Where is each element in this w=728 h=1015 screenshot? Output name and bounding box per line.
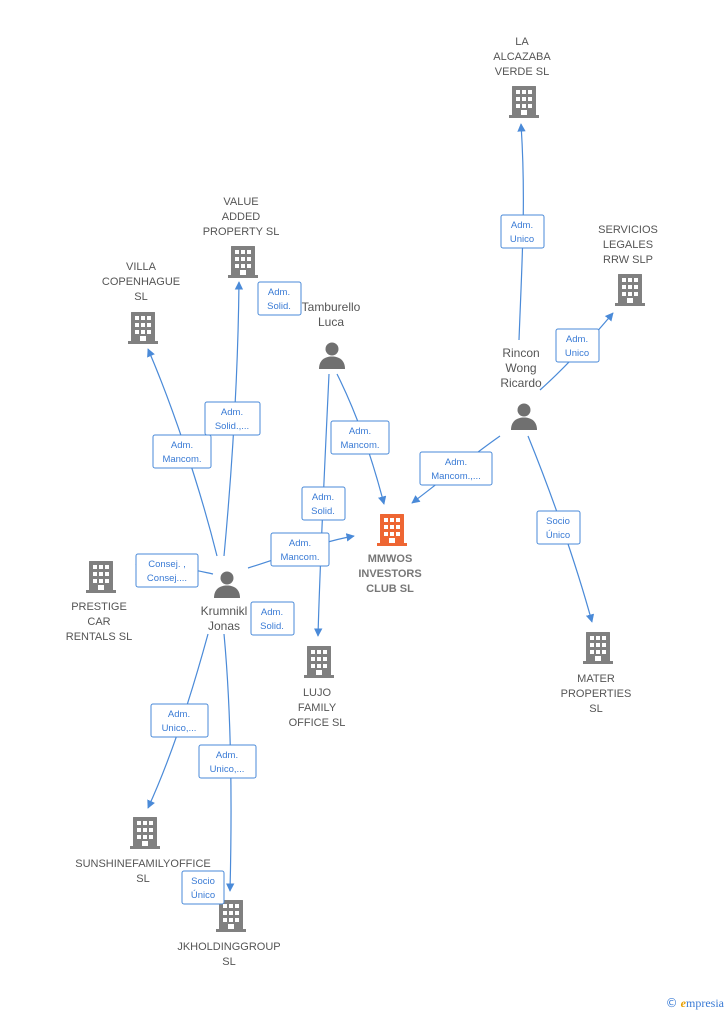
edge-label-krumnikl-lujo[interactable]: Adm.Solid. xyxy=(250,601,295,636)
building-icon xyxy=(509,86,539,118)
edge-label-krumnikl-villa[interactable]: Adm.Mancom. xyxy=(152,434,212,469)
svg-text:Adm.Solid.: Adm.Solid. xyxy=(311,492,335,517)
svg-text:Adm.Unico: Adm.Unico xyxy=(510,220,534,245)
svg-text:Adm.Mancom.: Adm.Mancom. xyxy=(340,426,379,451)
brand-name: mpresia xyxy=(686,996,724,1010)
copyright-icon: © xyxy=(665,996,678,1010)
svg-text:Adm.Solid.: Adm.Solid. xyxy=(267,287,291,312)
person-icon xyxy=(319,342,345,369)
svg-text:Adm.Solid.: Adm.Solid. xyxy=(260,607,284,632)
edge-label-krumnikl-mmwos[interactable]: Adm.Mancom. xyxy=(270,532,330,567)
edge-label-tamburello-mmwos[interactable]: Adm.Mancom. xyxy=(330,420,390,455)
edge-label-krumnikl-prestige[interactable]: Consej. ,Consej.... xyxy=(135,553,199,588)
building-icon xyxy=(377,514,407,546)
building-icon xyxy=(615,274,645,306)
person-icon xyxy=(511,403,537,430)
edge-label-krumnikl-jk[interactable]: Adm.Unico,... xyxy=(198,744,257,779)
building-icon xyxy=(130,817,160,849)
building-icon xyxy=(128,312,158,344)
building-icon xyxy=(216,900,246,932)
svg-text:Adm.Unico,...: Adm.Unico,... xyxy=(162,709,197,734)
svg-text:Adm.Unico: Adm.Unico xyxy=(565,334,589,359)
edge-label-rincon-mmwos[interactable]: Adm.Mancom.,... xyxy=(419,451,493,486)
brand-initial: e xyxy=(680,996,686,1010)
building-icon xyxy=(228,246,258,278)
building-icon xyxy=(583,632,613,664)
edge-label-tamburello-lujo[interactable]: Adm.Solid. xyxy=(301,486,346,521)
edge-label-krumnikl-sunshine[interactable]: Adm.Unico,... xyxy=(150,703,209,738)
edge-label-rincon-alcazaba[interactable]: Adm.Unico xyxy=(500,214,545,249)
person-icon xyxy=(214,571,240,598)
svg-text:Consej. ,Consej....: Consej. ,Consej.... xyxy=(147,559,187,584)
svg-text:Adm.Mancom.,...: Adm.Mancom.,... xyxy=(431,457,481,482)
building-icon xyxy=(304,646,334,678)
svg-text:Adm.Solid.,...: Adm.Solid.,... xyxy=(215,407,249,432)
svg-text:Adm.Unico,...: Adm.Unico,... xyxy=(210,750,245,775)
building-icon xyxy=(86,561,116,593)
svg-text:Adm.Mancom.: Adm.Mancom. xyxy=(162,440,201,465)
edge-label-rincon-servicios[interactable]: Adm.Unico xyxy=(555,328,600,363)
edge-label-krumnikl-value-solid[interactable]: Adm.Solid. xyxy=(257,281,302,316)
edge-labels: Adm.Unico Adm.Unico Adm.Mancom.,... Soci… xyxy=(135,214,600,905)
empresia-watermark: © empresia xyxy=(666,996,724,1011)
edge-label-krumnikl-value[interactable]: Adm.Solid.,... xyxy=(204,401,261,436)
svg-text:Adm.Mancom.: Adm.Mancom. xyxy=(280,538,319,563)
